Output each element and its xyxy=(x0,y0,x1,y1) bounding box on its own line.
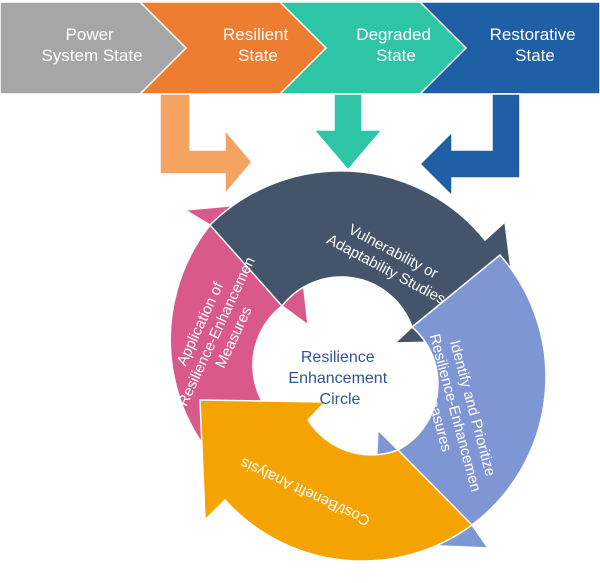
cycle-segment-vulnerability xyxy=(208,170,521,344)
chevron-label-degraded: Degraded State xyxy=(356,25,435,65)
cycle-ring xyxy=(169,170,547,562)
chevron-label-power-line1: Power xyxy=(66,25,115,44)
chevron-label-resilient-line2: State xyxy=(238,46,278,65)
chevron-label-power-line2: System State xyxy=(41,46,142,65)
degraded-down-arrow xyxy=(312,93,384,172)
chevron-label-degraded-line2: State xyxy=(376,46,416,65)
resilient-bent-arrow xyxy=(159,93,253,197)
state-chevrons: Power System State Resilient State Degra… xyxy=(0,1,600,95)
chevron-label-resilient-line1: Resilient xyxy=(223,25,288,44)
chevron-label-resilient: Resilient State xyxy=(223,25,293,65)
chevron-label-restorative: Restorative State xyxy=(490,25,581,65)
center-line3: Circle xyxy=(320,391,361,408)
chevron-label-degraded-line1: Degraded xyxy=(356,25,431,44)
center-line1: Resilience xyxy=(301,349,375,366)
transition-arrows xyxy=(159,93,521,198)
chevron-label-restorative-line2: State xyxy=(515,46,555,65)
center-line2: Enhancement xyxy=(288,370,387,387)
cycle-center-label: Resilience Enhancement Circle xyxy=(288,349,391,408)
cycle-segment-cost-benefit xyxy=(199,399,474,562)
restorative-bent-arrow xyxy=(418,93,521,198)
chevron-label-power: Power System State xyxy=(41,25,142,65)
chevron-label-restorative-line1: Restorative xyxy=(490,25,576,44)
